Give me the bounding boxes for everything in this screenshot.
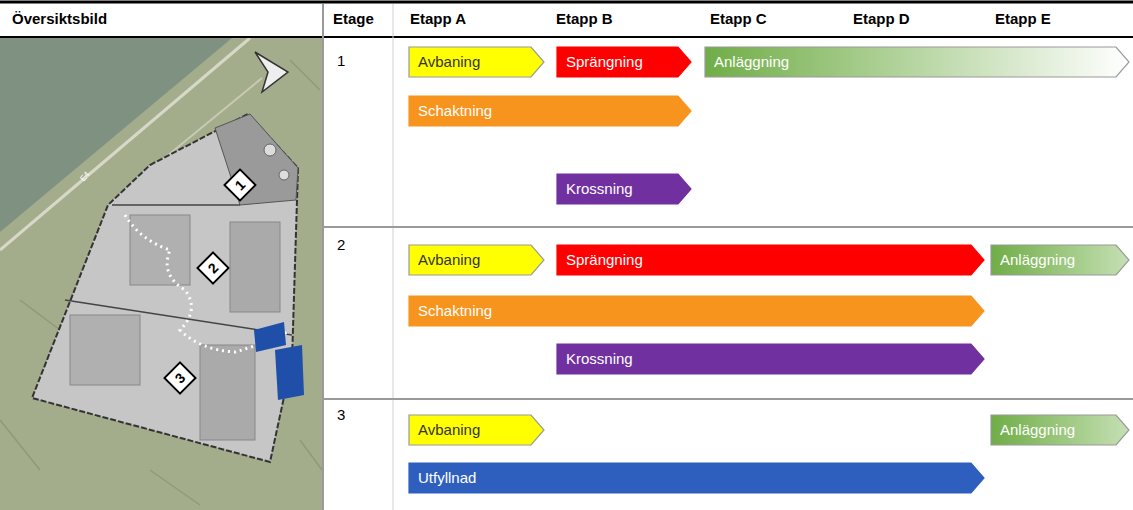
- chevron-outline: [409, 47, 544, 77]
- chevron-outline: [409, 296, 984, 326]
- phase-label: Anläggning: [990, 414, 1075, 446]
- phase-label: Krossning: [556, 343, 633, 375]
- chevron-outline: [409, 463, 984, 493]
- building: [230, 222, 280, 312]
- etage-number: 3: [337, 406, 345, 423]
- chevron-outline: [409, 96, 691, 126]
- top-rule: [0, 1, 1133, 4]
- phase-chevron: Anläggning: [704, 46, 1130, 78]
- phase-chevron: Sprängning: [556, 46, 692, 78]
- column-header: Etapp A: [410, 10, 466, 27]
- chevron-outline: [557, 344, 984, 374]
- map-ground: [0, 38, 322, 510]
- column-rule: [393, 4, 394, 510]
- etage-number: 1: [337, 52, 345, 69]
- chevron-outline: [991, 245, 1129, 275]
- phase-label: Schaktning: [408, 295, 492, 327]
- phase-label: Anläggning: [990, 244, 1075, 276]
- chevron-outline: [557, 245, 984, 275]
- phase-chevron: Anläggning: [990, 414, 1130, 446]
- dotted-line: [125, 215, 288, 352]
- chevron-shape: [408, 462, 985, 494]
- column-header: Etapp D: [853, 10, 910, 27]
- phase-label: Avbaning: [408, 414, 480, 446]
- tank: [279, 170, 289, 180]
- phase-chevron: Sprängning: [556, 244, 985, 276]
- phase-chevron: Krossning: [556, 173, 692, 205]
- zone-1-area: [215, 114, 298, 205]
- zone-border: [112, 204, 240, 206]
- blue-area: [275, 345, 304, 400]
- phase-label: Anläggning: [704, 46, 789, 78]
- phase-chevron: Avbaning: [408, 414, 545, 446]
- column-header: Översiktsbild: [12, 10, 107, 27]
- building: [200, 345, 255, 440]
- column-header: Etapp B: [556, 10, 613, 27]
- chevron-outline: [991, 415, 1129, 445]
- phase-label: Utfyllnad: [408, 462, 476, 494]
- chevron-outline: [409, 415, 544, 445]
- phase-chevron: Avbaning: [408, 244, 545, 276]
- chevron-outline: [409, 245, 544, 275]
- chevron-outline: [557, 174, 691, 204]
- blue-area: [254, 322, 286, 352]
- north-arrow: [255, 52, 288, 92]
- phase-chevron: Avbaning: [408, 46, 545, 78]
- phase-chevron: Schaktning: [408, 295, 985, 327]
- column-rule: [322, 4, 324, 510]
- phase-label: Avbaning: [408, 46, 480, 78]
- phase-label: Sprängning: [556, 244, 643, 276]
- chevron-outline: [557, 47, 691, 77]
- phase-chevron: Schaktning: [408, 95, 692, 127]
- chevron-outline: [705, 47, 1129, 77]
- row-rule: [323, 226, 1133, 228]
- phase-chevron: Krossning: [556, 343, 985, 375]
- building: [70, 315, 140, 385]
- phase-label: Krossning: [556, 173, 633, 205]
- row-rule: [323, 398, 1133, 400]
- chevron-shape: [408, 295, 985, 327]
- column-header: Etage: [333, 10, 374, 27]
- header-rule: [0, 36, 1133, 38]
- site-boundary: [32, 114, 298, 462]
- building: [130, 215, 190, 285]
- column-header: Etapp C: [710, 10, 767, 27]
- etage-number: 2: [337, 236, 345, 253]
- phase-chevron: Anläggning: [990, 244, 1130, 276]
- tank: [264, 144, 276, 156]
- map-texture: [0, 60, 322, 505]
- phase-label: Schaktning: [408, 95, 492, 127]
- phase-label: Avbaning: [408, 244, 480, 276]
- phase-label: Sprängning: [556, 46, 643, 78]
- column-header: Etapp E: [995, 10, 1051, 27]
- phase-chevron: Utfyllnad: [408, 462, 985, 494]
